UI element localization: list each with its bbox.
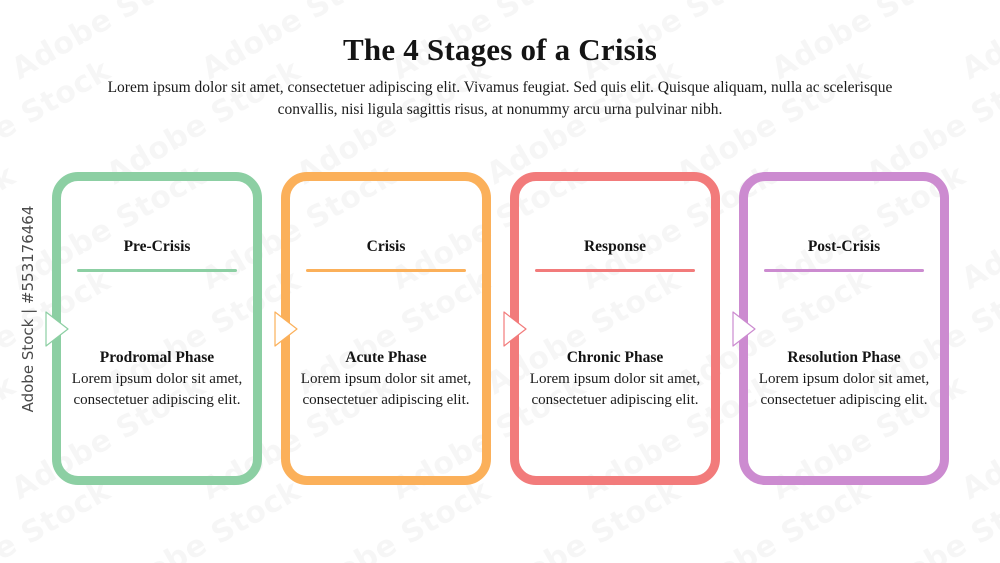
stage-title: Response [583,238,646,255]
page-subtitle: Lorem ipsum dolor sit amet, consectetuer… [107,79,893,118]
stage-title: Pre-Crisis [123,238,191,255]
stage-divider [535,268,695,272]
arrow-into-post-crisis [731,310,757,348]
header: The 4 Stages of a Crisis Lorem ipsum dol… [0,0,1000,121]
stage-title: Post-Crisis [807,238,881,255]
stage-divider [77,268,237,272]
phase-description: Lorem ipsum dolor sit amet, consectetuer… [300,371,472,409]
phase-title: Chronic Phase [566,349,664,366]
stage-divider [764,268,924,272]
phase-title: Acute Phase [345,349,427,366]
phase-description: Lorem ipsum dolor sit amet, consectetuer… [758,371,930,409]
stage-title: Crisis [366,238,406,255]
arrow-into-crisis [273,310,299,348]
page-title: The 4 Stages of a Crisis [343,32,657,67]
stage-divider [306,268,466,272]
phase-description: Lorem ipsum dolor sit amet, consectetuer… [529,371,701,409]
phase-title: Prodromal Phase [99,349,215,366]
arrow-into-response [502,310,528,348]
phase-title: Resolution Phase [787,349,901,366]
phase-description: Lorem ipsum dolor sit amet, consectetuer… [71,371,243,409]
arrow-into-pre-crisis [44,310,70,348]
stock-watermark-label: Adobe Stock | #553176464 [19,205,37,413]
